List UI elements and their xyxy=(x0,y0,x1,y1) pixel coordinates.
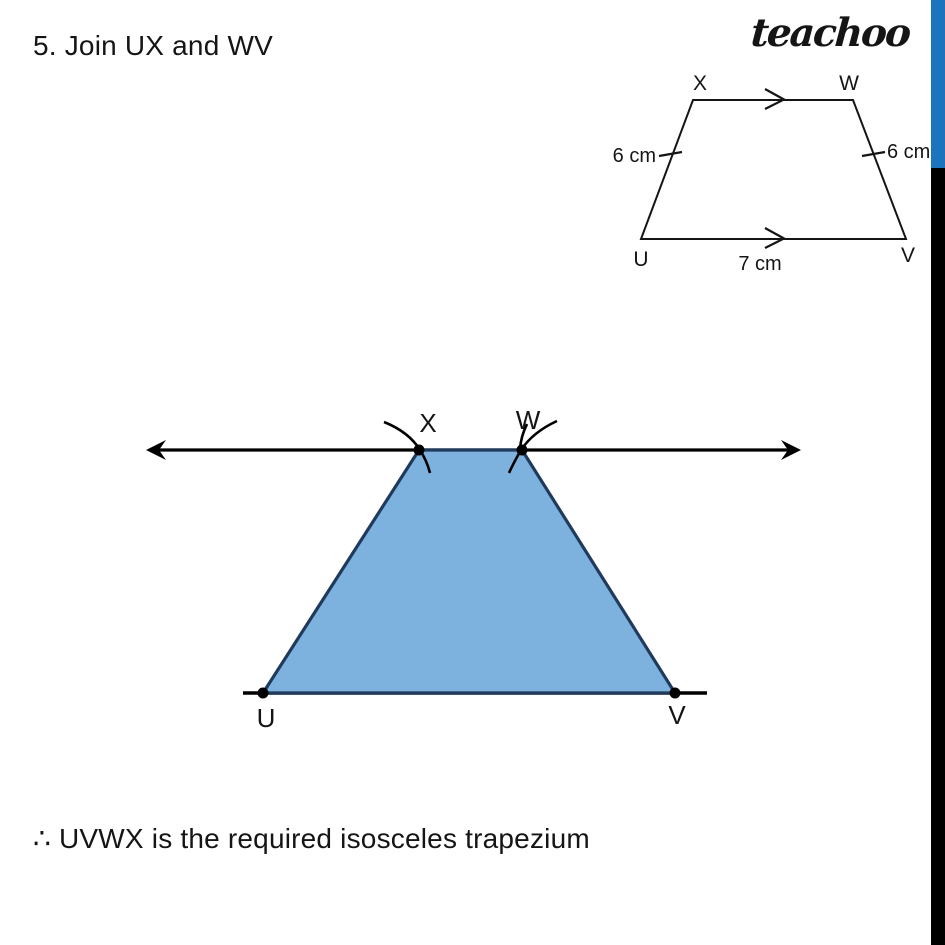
step-instruction-text: 5. Join UX and WV xyxy=(33,30,273,61)
construction-line-left-arrowhead xyxy=(146,440,166,460)
ref-side-label-bottom: 7 cm xyxy=(738,253,781,275)
vertex-label-u: U xyxy=(257,703,276,733)
left-side-tick-mark xyxy=(658,150,683,158)
ref-side-label-left: 6 cm xyxy=(613,145,656,167)
right-edge-blue-bar xyxy=(931,0,945,168)
vertex-label-v: V xyxy=(668,700,686,730)
point-u xyxy=(257,687,269,699)
brand-logo: teachoo xyxy=(749,10,911,56)
point-x xyxy=(413,444,425,456)
construction-line-right-arrowhead xyxy=(781,440,801,460)
ref-vertex-label-u: U xyxy=(633,248,648,271)
parallel-mark-top-chevron xyxy=(764,88,787,110)
construction-figure: X W U V xyxy=(146,405,801,733)
point-v xyxy=(669,687,681,699)
trapezium-uvwx xyxy=(261,448,677,695)
reference-trapezium-diagram: X W U V 6 cm 6 cm 7 cm xyxy=(613,72,931,275)
ref-vertex-label-v: V xyxy=(901,244,915,267)
ref-vertex-label-x: X xyxy=(693,72,707,95)
vertex-label-x: X xyxy=(419,408,436,438)
ref-vertex-label-w: W xyxy=(839,72,859,95)
ref-side-label-right: 6 cm xyxy=(887,141,930,163)
vertex-label-w: W xyxy=(516,405,541,435)
point-w xyxy=(516,444,528,456)
reference-trapezium-outline xyxy=(639,99,908,240)
conclusion-text: ∴ UVWX is the required isosceles trapezi… xyxy=(33,823,590,854)
parallel-mark-bottom-chevron xyxy=(764,227,787,249)
right-edge-black-bar xyxy=(931,168,945,945)
right-side-tick-mark xyxy=(861,150,886,158)
